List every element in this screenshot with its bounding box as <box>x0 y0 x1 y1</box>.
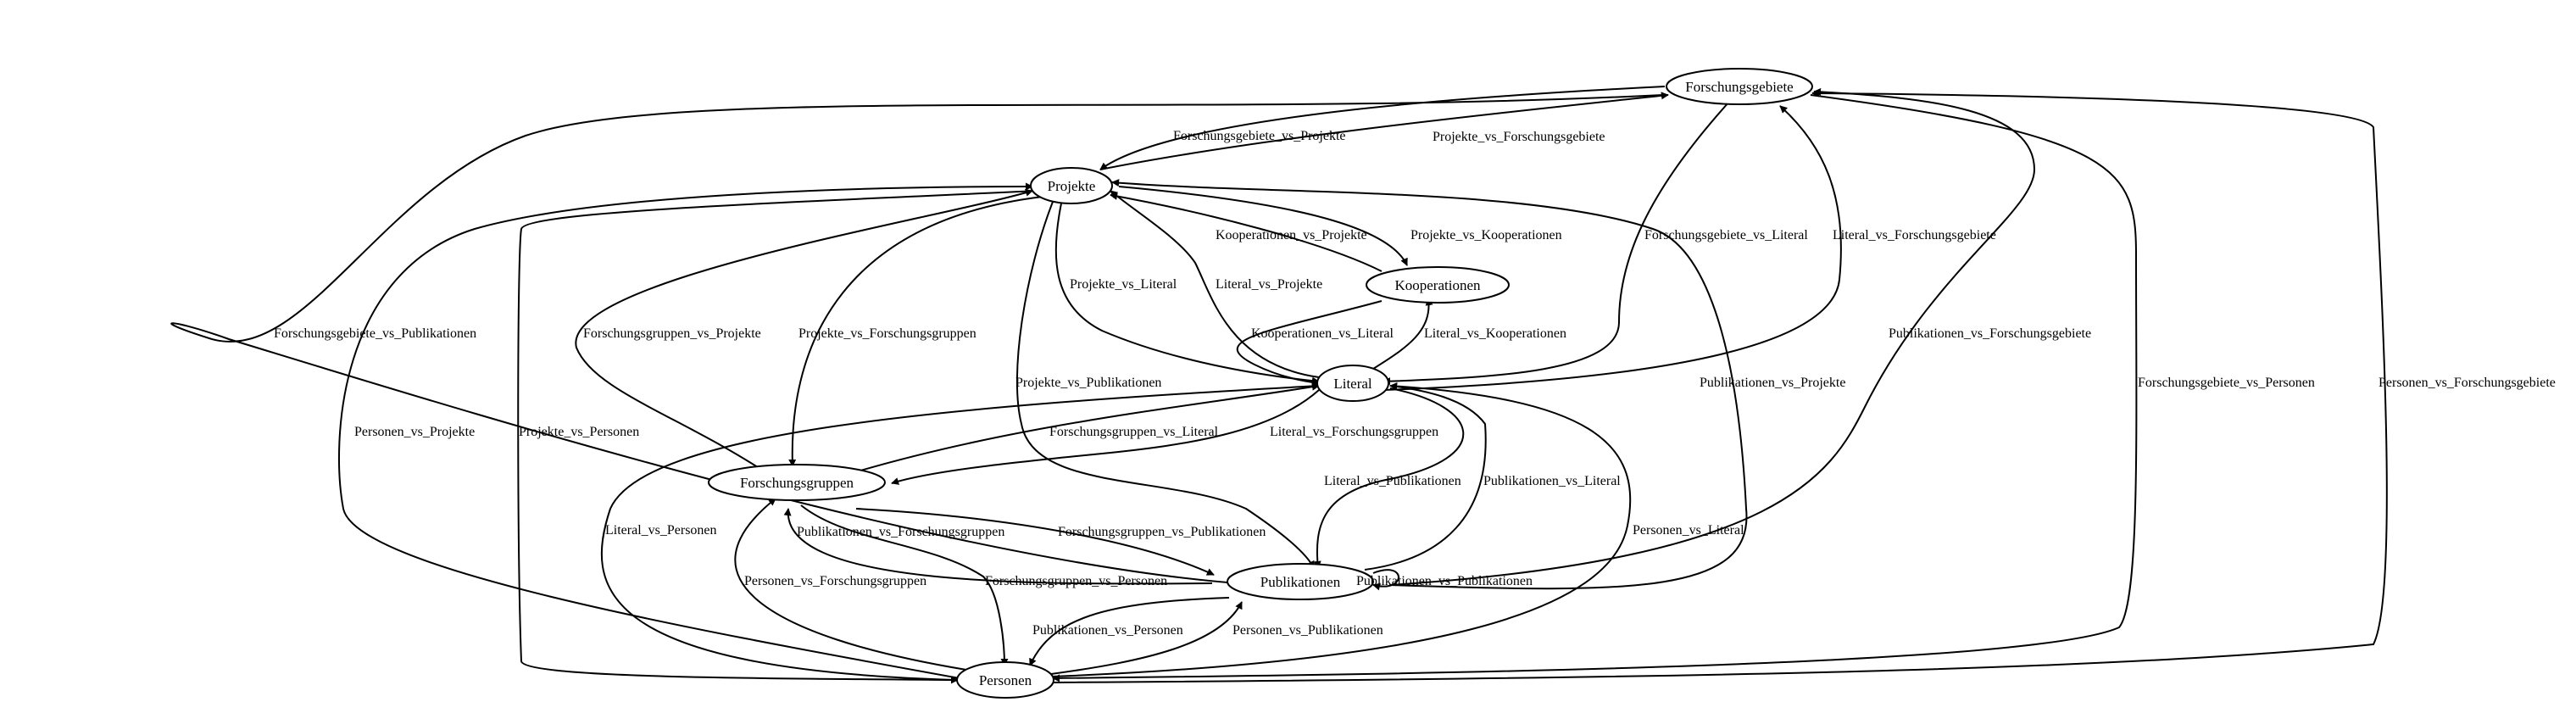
edge-label-forschungsgruppen-vs-personen: Forschungsgruppen_vs_Personen <box>985 574 1167 588</box>
edge-projekte-to-kooperationen <box>1118 186 1408 266</box>
edge-label-projekte-vs-kooperationen: Projekte_vs_Kooperationen <box>1410 228 1562 242</box>
edge-label-projekte-vs-literal: Projekte_vs_Literal <box>1070 277 1177 292</box>
node-literal[interactable]: Literal <box>1316 365 1389 402</box>
edge-label-forschungsgebiete-vs-publikationen: Forschungsgebiete_vs_Publikationen <box>274 326 476 341</box>
edge-publikationen-to-literal <box>1364 382 1487 571</box>
edge-label-publikationen-vs-publikationen: Publikationen_vs_Publikationen <box>1356 574 1533 588</box>
node-label: Literal <box>1333 376 1372 392</box>
edge-publikationen-to-forschungsgruppen <box>783 508 1213 585</box>
edge-label-personen-vs-literal: Personen_vs_Literal <box>1633 523 1744 538</box>
edge-literal-to-publikationen <box>1313 387 1465 569</box>
edge-publikationen-to-forschungsgebiete <box>1389 87 2036 586</box>
edge-literal-to-kooperationen <box>1372 298 1433 370</box>
edge-personen-to-literal <box>1050 382 1632 677</box>
edge-projekte-to-personen <box>517 190 1039 684</box>
node-label: Publikationen <box>1260 574 1341 590</box>
node-label: Personen <box>979 672 1032 688</box>
edge-literal-to-personen <box>600 385 1320 684</box>
node-projekte[interactable]: Projekte <box>1030 167 1113 204</box>
node-personen[interactable]: Personen <box>956 661 1054 699</box>
node-forschungsgebiete[interactable]: Forschungsgebiete <box>1666 68 1813 105</box>
edge-forschungsgruppen-to-personen <box>800 504 1009 666</box>
edge-label-personen-vs-forschungsgruppen: Personen_vs_Forschungsgruppen <box>744 574 926 588</box>
edge-label-projekte-vs-personen: Projekte_vs_Personen <box>519 425 639 439</box>
edge-label-literal-vs-forschungsgruppen: Literal_vs_Forschungsgruppen <box>1270 425 1438 439</box>
edge-label-forschungsgruppen-vs-projekte: Forschungsgruppen_vs_Projekte <box>583 326 761 341</box>
edge-personen-to-forschungsgruppen <box>734 498 967 671</box>
edge-label-forschungsgruppen-vs-literal: Forschungsgruppen_vs_Literal <box>1049 425 1219 439</box>
edge-forschungsgebiete-to-publikationen <box>170 94 1664 587</box>
edge-label-kooperationen-vs-projekte: Kooperationen_vs_Projekte <box>1216 228 1367 242</box>
edge-label-projekte-vs-forschungsgebiete: Projekte_vs_Forschungsgebiete <box>1433 130 1605 144</box>
edge-label-forschungsgruppen-vs-publikationen: Forschungsgruppen_vs_Publikationen <box>1058 525 1266 539</box>
edge-literal-to-forschungsgruppen <box>891 389 1320 485</box>
edge-label-literal-vs-personen: Literal_vs_Personen <box>605 523 717 538</box>
node-kooperationen[interactable]: Kooperationen <box>1366 266 1510 304</box>
edge-projekte-to-forschungsgruppen <box>788 196 1043 467</box>
edge-label-publikationen-vs-literal: Publikationen_vs_Literal <box>1483 474 1621 488</box>
edge-literal-to-forschungsgebiete <box>1383 105 1842 391</box>
node-label: Forschungsgebiete <box>1685 79 1793 95</box>
node-publikationen[interactable]: Publikationen <box>1227 563 1374 600</box>
edge-label-personen-vs-forschungsgebiete: Personen_vs_Forschungsgebiete <box>2378 376 2556 390</box>
node-forschungsgruppen[interactable]: Forschungsgruppen <box>708 464 886 501</box>
node-label: Kooperationen <box>1394 277 1481 293</box>
node-label: Projekte <box>1048 178 1096 194</box>
edge-kooperationen-to-projekte <box>1110 192 1383 272</box>
edge-projekte-to-forschungsgebiete <box>1099 92 1669 170</box>
edge-label-publikationen-vs-projekte: Publikationen_vs_Projekte <box>1700 376 1845 390</box>
edge-label-forschungsgebiete-vs-projekte: Forschungsgebiete_vs_Projekte <box>1173 129 1346 143</box>
edge-label-publikationen-vs-forschungsgruppen: Publikationen_vs_Forschungsgruppen <box>797 525 1004 539</box>
edge-publikationen-to-personen <box>1029 597 1230 666</box>
edge-literal-to-projekte <box>1110 190 1320 378</box>
edge-label-personen-vs-projekte: Personen_vs_Projekte <box>354 425 475 439</box>
edge-forschungsgebiete-to-literal <box>1383 101 1730 386</box>
edge-label-forschungsgebiete-vs-personen: Forschungsgebiete_vs_Personen <box>2138 376 2315 390</box>
edge-personen-to-projekte <box>338 182 1033 679</box>
edge-personen-to-forschungsgebiete <box>1052 89 2388 683</box>
edge-projekte-to-literal <box>1054 203 1320 385</box>
edge-forschungsgebiete-to-projekte <box>1099 86 1666 170</box>
edge-label-literal-vs-publikationen: Literal_vs_Publikationen <box>1324 474 1461 488</box>
node-label: Forschungsgruppen <box>740 475 854 491</box>
edge-label-projekte-vs-publikationen: Projekte_vs_Publikationen <box>1015 376 1161 390</box>
edge-label-publikationen-vs-forschungsgebiete: Publikationen_vs_Forschungsgebiete <box>1889 326 2091 341</box>
edge-publikationen-to-publikationen <box>1372 569 1399 591</box>
edge-personen-to-publikationen <box>1050 601 1243 675</box>
edge-label-personen-vs-publikationen: Personen_vs_Publikationen <box>1232 623 1383 638</box>
edge-label-kooperationen-vs-literal: Kooperationen_vs_Literal <box>1251 326 1394 341</box>
edge-projekte-to-publikationen <box>1015 201 1315 569</box>
edge-label-literal-vs-forschungsgebiete: Literal_vs_Forschungsgebiete <box>1833 228 1996 242</box>
edge-label-publikationen-vs-personen: Publikationen_vs_Personen <box>1032 623 1183 638</box>
edge-publikationen-to-projekte <box>1111 179 1748 590</box>
edge-forschungsgebiete-to-personen <box>1052 94 2138 682</box>
edge-label-literal-vs-projekte: Literal_vs_Projekte <box>1216 277 1322 292</box>
edge-forschungsgruppen-to-literal <box>851 382 1320 474</box>
edge-label-forschungsgebiete-vs-literal: Forschungsgebiete_vs_Literal <box>1644 228 1808 242</box>
edge-kooperationen-to-literal <box>1236 300 1383 387</box>
edge-forschungsgruppen-to-publikationen <box>855 508 1215 576</box>
edge-label-projekte-vs-forschungsgruppen: Projekte_vs_Forschungsgruppen <box>798 326 976 341</box>
edge-label-literal-vs-kooperationen: Literal_vs_Kooperationen <box>1424 326 1566 341</box>
edge-forschungsgruppen-to-projekte <box>575 188 1033 471</box>
